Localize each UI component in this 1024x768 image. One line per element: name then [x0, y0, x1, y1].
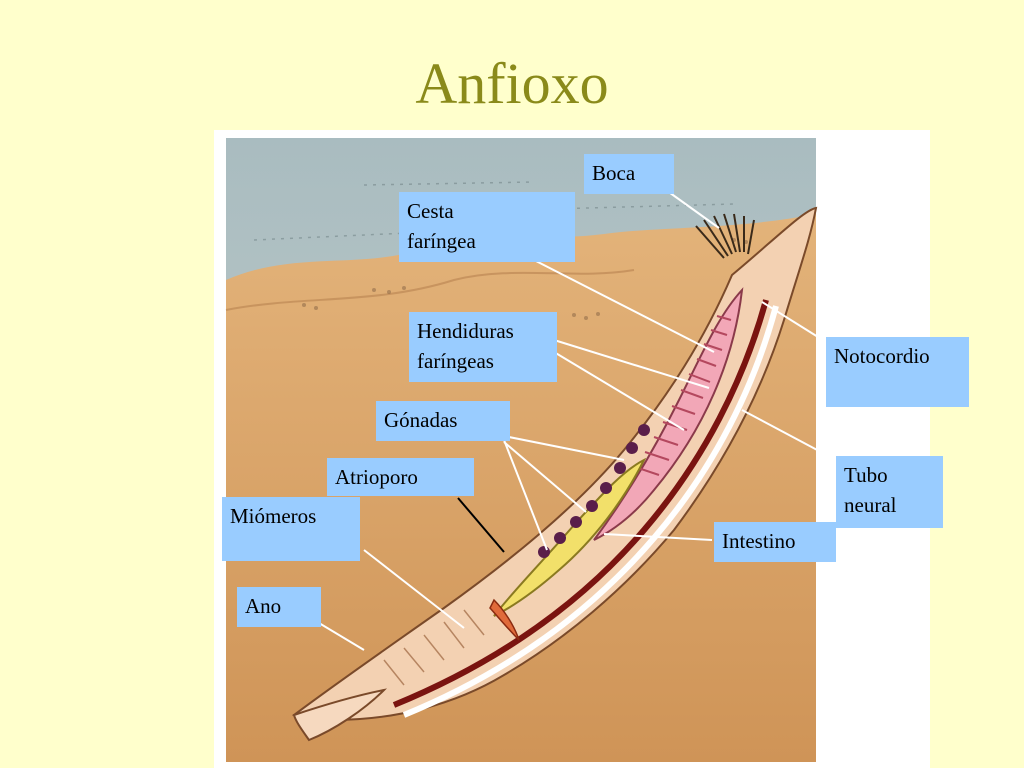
notochord-band — [392, 299, 769, 708]
label-notocordio-text: Notocordio — [834, 344, 930, 368]
pointer-lines — [313, 189, 837, 651]
label-cesta-line1: Cesta — [407, 199, 454, 223]
label-cesta-line2: faríngea — [407, 229, 476, 253]
label-hendiduras-faringeas: Hendiduras faríngeas — [409, 312, 557, 382]
oral-cirri — [695, 213, 755, 259]
label-hendiduras-line1: Hendiduras — [417, 319, 514, 343]
label-cesta-faringea: Cesta faríngea — [399, 192, 575, 262]
label-intestino: Intestino — [714, 522, 836, 562]
label-boca-text: Boca — [592, 161, 636, 185]
label-tubo-neural: Tubo neural — [836, 456, 943, 528]
label-atrioporo: Atrioporo — [327, 458, 474, 496]
slide-title: Anfioxo — [415, 51, 609, 116]
myomeres — [383, 609, 485, 686]
atriopore — [489, 598, 520, 641]
label-intestino-text: Intestino — [722, 529, 796, 553]
tail-fin — [292, 688, 388, 742]
sand-ridge — [225, 269, 635, 311]
label-tubo-line1: Tubo — [844, 463, 888, 487]
atriopore-pointer — [457, 497, 505, 553]
label-gonadas: Gónadas — [376, 401, 510, 441]
label-tubo-line2: neural — [844, 493, 897, 517]
label-atrioporo-text: Atrioporo — [335, 465, 418, 489]
sand-dots — [302, 238, 748, 320]
label-boca: Boca — [584, 154, 674, 194]
label-hendiduras-line2: faríngeas — [417, 349, 494, 373]
label-gonadas-text: Gónadas — [384, 408, 458, 432]
label-ano: Ano — [237, 587, 321, 627]
sand-seabed — [226, 214, 816, 762]
label-notocordio: Notocordio — [826, 337, 969, 407]
label-miomeros-text: Miómeros — [230, 504, 317, 528]
label-miomeros: Miómeros — [222, 497, 360, 561]
neural-tube-band — [402, 305, 779, 718]
label-ano-text: Ano — [245, 594, 282, 618]
